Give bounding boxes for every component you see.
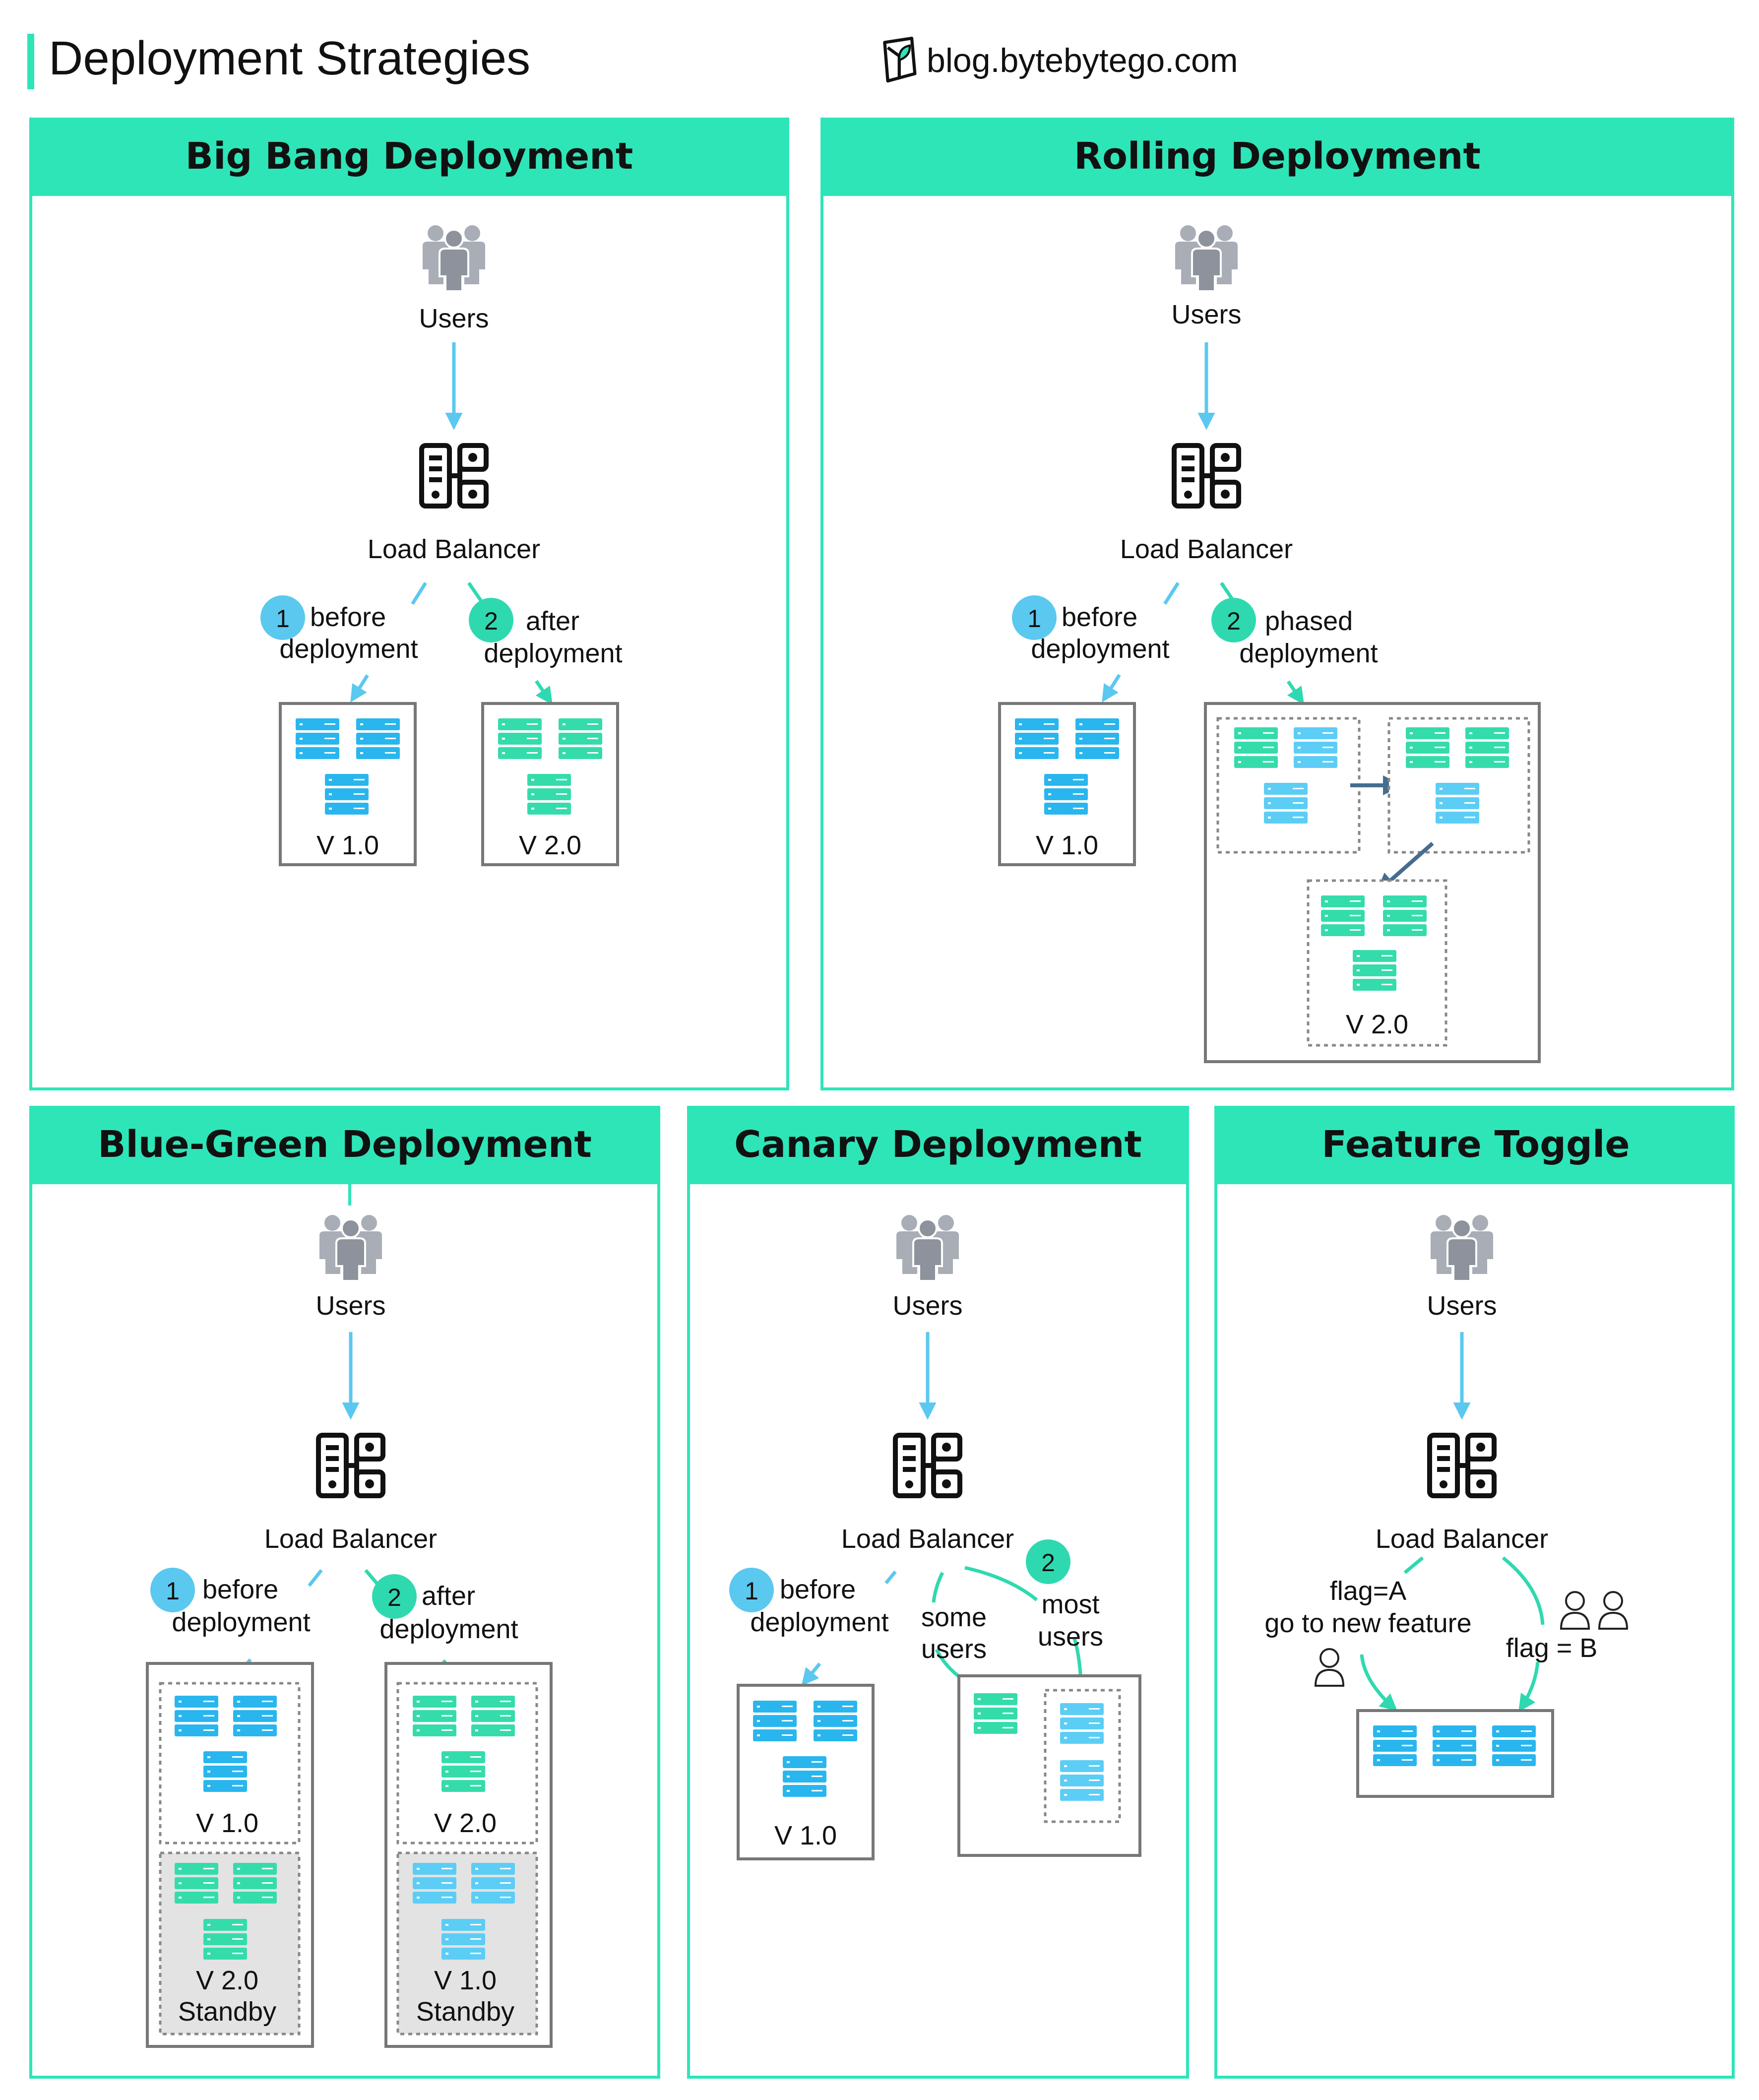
step-1-badge	[729, 1568, 774, 1612]
panel-blue-green: Blue-Green Deployment Users Load Balance…	[29, 1106, 660, 2079]
server-group-v1: V 1.0	[998, 702, 1136, 866]
canary-group	[957, 1674, 1141, 1857]
phase-1	[1216, 717, 1361, 854]
title-accent-bar	[27, 34, 34, 89]
step-1-badge	[150, 1568, 195, 1612]
flag-a-label: flag=A	[1330, 1576, 1407, 1606]
users-icon	[1430, 1214, 1494, 1282]
lb-label: Load Balancer	[1120, 534, 1293, 564]
lb-label: Load Balancer	[841, 1524, 1014, 1554]
arrow-flag-a	[1360, 1556, 1424, 1709]
step-2-line2: deployment	[1239, 638, 1378, 668]
standby-label: Standby	[178, 1997, 276, 2027]
most-users-line1: most	[1041, 1590, 1099, 1619]
step-2-number: 2	[387, 1584, 401, 1611]
server-group-v1: V 1.0	[279, 702, 417, 866]
version-label: V 2.0	[519, 830, 581, 860]
panel-rolling: Rolling Deployment Users Load Balancer 1…	[820, 118, 1734, 1090]
panel-big-bang: Big Bang Deployment Users Load Balancer …	[29, 118, 789, 1090]
version-label: V 1.0	[316, 830, 379, 860]
panel-title: Rolling Deployment	[1074, 135, 1481, 178]
users-icon	[422, 224, 486, 292]
arrow-before	[801, 1570, 897, 1686]
step-2-line1: after	[422, 1581, 475, 1611]
flag-b-label: flag = B	[1506, 1633, 1598, 1663]
page-title: Deployment Strategies	[49, 32, 530, 85]
canary-server	[974, 1693, 1017, 1734]
step-1-line2: deployment	[172, 1607, 310, 1637]
step-1-line1: before	[780, 1575, 856, 1604]
server-group	[1356, 1709, 1554, 1798]
step-2-number: 2	[484, 607, 498, 635]
server-group-v1: V 1.0	[737, 1684, 875, 1860]
arrow-before	[350, 582, 427, 702]
users-label: Users	[1427, 1291, 1497, 1321]
standby-version: V 2.0	[196, 1966, 258, 1995]
users-label: Users	[419, 304, 489, 333]
version-label: V 2.0	[434, 1808, 497, 1838]
users-icon	[318, 1214, 383, 1282]
step-1-line2: deployment	[750, 1607, 888, 1637]
step-1-badge	[1012, 595, 1057, 640]
step-2-line1: after	[526, 606, 579, 636]
some-users-line1: some	[921, 1602, 987, 1632]
step-1-line2: deployment	[1031, 634, 1169, 664]
panel-title: Blue-Green Deployment	[98, 1123, 592, 1166]
step-2-number: 2	[1041, 1549, 1055, 1577]
step-1-line1: before	[202, 1575, 278, 1604]
step-2-number: 2	[1227, 607, 1241, 635]
step-2-badge	[1211, 598, 1256, 642]
environment-before: V 1.0 V 2.0 Standby	[146, 1662, 314, 2048]
step-2-badge	[469, 598, 513, 642]
step-2-badge	[372, 1574, 417, 1619]
panel-feature-toggle: Feature Toggle Users Load Balancer flag=…	[1214, 1106, 1735, 2079]
step-1-line1: before	[310, 602, 386, 632]
server-group-v2: V 2.0	[481, 702, 619, 866]
users-label: Users	[892, 1291, 962, 1321]
standby-version: V 1.0	[434, 1966, 497, 1995]
step-1-line1: before	[1062, 602, 1137, 632]
lb-label: Load Balancer	[368, 534, 540, 564]
version-label: V 1.0	[196, 1808, 258, 1838]
site-url: blog.bytebytego.com	[927, 42, 1238, 79]
step-2-line1: phased	[1265, 606, 1353, 636]
panel-canary: Canary Deployment Users Load Balancer 1 …	[687, 1106, 1189, 2079]
panel-title: Big Bang Deployment	[186, 135, 633, 178]
users-icon	[1174, 224, 1239, 292]
phased-container: V 2.0	[1204, 702, 1541, 1063]
standby-label: Standby	[416, 1997, 514, 2027]
lb-label: Load Balancer	[1376, 1524, 1548, 1554]
step-1-number: 1	[276, 605, 290, 633]
version-label: V 2.0	[1346, 1010, 1408, 1039]
step-1-number: 1	[1027, 605, 1041, 633]
step-2-badge	[1026, 1539, 1070, 1584]
most-users-line2: users	[1038, 1622, 1103, 1652]
version-label: V 1.0	[774, 1821, 837, 1850]
some-users-line2: users	[921, 1634, 987, 1664]
bytebytego-logo-icon	[884, 38, 915, 81]
environment-after: V 2.0 V 1.0 Standby	[384, 1662, 553, 2048]
phase-3: V 2.0	[1307, 879, 1447, 1047]
users-label: Users	[1171, 300, 1241, 329]
version-label: V 1.0	[1036, 830, 1098, 860]
users-label: Users	[315, 1291, 385, 1321]
arrow-before	[1102, 582, 1180, 702]
panel-title: Feature Toggle	[1321, 1123, 1630, 1166]
lb-label: Load Balancer	[264, 1524, 437, 1554]
step-2-line2: deployment	[484, 638, 622, 668]
phase-2	[1387, 717, 1530, 854]
step-1-line2: deployment	[279, 634, 418, 664]
flag-a-desc: go to new feature	[1264, 1608, 1471, 1638]
step-1-badge	[260, 595, 305, 640]
step-1-number: 1	[166, 1577, 180, 1605]
step-2-line2: deployment	[379, 1614, 518, 1644]
step-1-number: 1	[745, 1577, 758, 1605]
panel-title: Canary Deployment	[734, 1123, 1142, 1166]
arrow-flag-b	[1502, 1556, 1545, 1709]
users-icon	[895, 1214, 960, 1282]
